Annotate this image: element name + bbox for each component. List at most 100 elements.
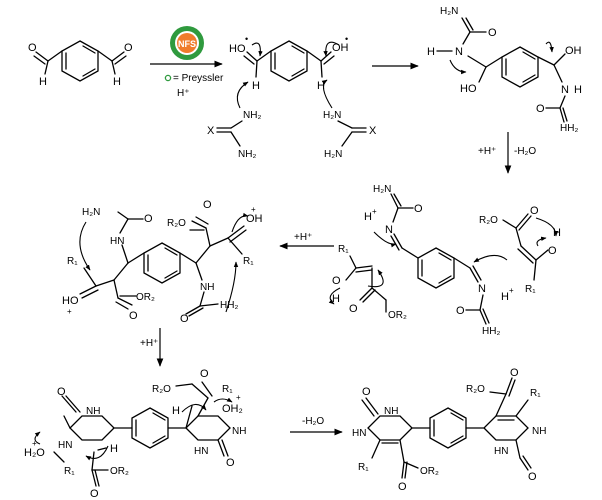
atom-OH: OH bbox=[246, 213, 263, 225]
atom-H: H bbox=[252, 80, 260, 92]
catalyst-acid: H⁺ bbox=[177, 88, 190, 99]
atom-O: O bbox=[28, 42, 37, 54]
atom-O: O bbox=[510, 367, 519, 379]
electron-arrow bbox=[181, 403, 207, 413]
urea-right: H₂N X H₂N bbox=[321, 79, 377, 160]
atom-HO: HO bbox=[460, 83, 477, 95]
atom-R1: R₁ bbox=[358, 462, 369, 473]
atom-O: O bbox=[548, 245, 557, 257]
atom-O: O bbox=[349, 303, 358, 315]
charge-plus: + bbox=[67, 307, 72, 316]
atom-O: O bbox=[144, 213, 153, 225]
mannich-adduct: HN H₂N O O OR₂ HO + R₁ O R₂O OH + R₁ bbox=[62, 199, 263, 325]
charge-plus: + bbox=[236, 393, 241, 402]
atom-HN: HN bbox=[194, 446, 208, 457]
atom-N: N bbox=[385, 224, 393, 236]
atom-H: H bbox=[427, 46, 435, 58]
atom-R2O: R₂O bbox=[152, 384, 171, 395]
atom-HH2: HH₂ bbox=[560, 123, 578, 134]
atom-O: O bbox=[414, 203, 423, 215]
charge-plus: + bbox=[251, 205, 256, 214]
atom-HO: HO bbox=[62, 295, 79, 307]
step-protonation-3: +H⁺ bbox=[140, 338, 158, 349]
atom-R2O: R₂O bbox=[167, 218, 186, 229]
electron-arrow bbox=[225, 261, 239, 313]
electron-arrow bbox=[449, 59, 467, 75]
atom-O: O bbox=[226, 457, 235, 469]
atom-O: O bbox=[530, 205, 539, 217]
electron-arrow bbox=[373, 231, 397, 248]
atom-NH: NH bbox=[200, 282, 214, 293]
atom-H: H bbox=[110, 443, 118, 455]
atom-N: N bbox=[455, 46, 463, 58]
atom-H: H bbox=[574, 84, 582, 96]
electron-arrow bbox=[213, 397, 233, 403]
atom-O: O bbox=[180, 313, 189, 325]
catalyst-center-icon bbox=[177, 33, 197, 53]
electron-arrow bbox=[34, 431, 41, 445]
atom-H2N: H₂N bbox=[440, 6, 458, 17]
electron-arrow bbox=[231, 212, 249, 233]
electron-arrow bbox=[473, 254, 508, 263]
atom-H: H bbox=[39, 76, 47, 88]
atom-HH2: HH₂ bbox=[220, 300, 238, 311]
step-protonation-1: +H⁺ bbox=[478, 146, 496, 157]
atom-HO: HO bbox=[229, 43, 246, 55]
electron-arrow bbox=[323, 41, 340, 57]
atom-OH: OH bbox=[565, 45, 582, 57]
atom-R1: R₁ bbox=[525, 284, 536, 295]
hemiaminal-intermediate: H N H₂N O HO OH N H O HH₂ bbox=[427, 6, 582, 134]
atom-O: O bbox=[456, 305, 465, 317]
atom-OR2: OR₂ bbox=[110, 466, 129, 477]
atom-X: X bbox=[207, 125, 215, 137]
electron-arrow bbox=[367, 269, 384, 288]
atom-NH2: NH₂ bbox=[238, 149, 256, 160]
atom-H: H bbox=[113, 76, 121, 88]
electron-arrow bbox=[321, 79, 333, 109]
atom-O: O bbox=[57, 386, 66, 398]
electron-arrow bbox=[545, 41, 554, 53]
charge-plus: + bbox=[32, 439, 37, 448]
acylimine-intermediate: N H₂N O H + N H + O HH₂ bbox=[364, 184, 514, 337]
catalyst-legend: = Preyssler bbox=[173, 73, 224, 84]
catalyst-badge-label: NFS bbox=[178, 39, 196, 49]
atom-O: O bbox=[332, 275, 341, 287]
atom-O: O bbox=[362, 386, 371, 398]
atom-H2N: H₂N bbox=[82, 207, 100, 218]
atom-NH: NH bbox=[384, 406, 398, 417]
charge-plus: + bbox=[372, 207, 377, 216]
atom-X: X bbox=[369, 125, 377, 137]
electron-arrow bbox=[251, 42, 263, 57]
atom-H: H bbox=[364, 211, 372, 223]
urea-left: NH₂ X NH₂ bbox=[207, 81, 261, 160]
atom-OH2: OH₂ bbox=[222, 403, 243, 415]
atom-OR2: OR₂ bbox=[136, 292, 155, 303]
atom-O: O bbox=[90, 488, 99, 500]
electron-arrow bbox=[536, 236, 547, 247]
atom-H: H bbox=[172, 405, 180, 417]
atom-N: N bbox=[561, 84, 569, 96]
enol-left: R₁ O O OR₂ H bbox=[328, 244, 407, 321]
atom-H: H bbox=[501, 291, 509, 303]
catalyst-dot-icon bbox=[164, 74, 172, 82]
terephthalaldehyde: O H O H bbox=[28, 40, 133, 88]
atom-HN: HN bbox=[494, 446, 508, 457]
atom-O: O bbox=[488, 27, 497, 39]
step-dehydration-2: -H₂O bbox=[302, 416, 324, 427]
atom-O: O bbox=[528, 471, 537, 483]
atom-OR2: OR₂ bbox=[420, 466, 439, 477]
atom-H: H bbox=[317, 80, 325, 92]
atom-NH2: NH₂ bbox=[243, 110, 261, 121]
atom-O: O bbox=[124, 42, 133, 54]
atom-O: O bbox=[536, 103, 545, 115]
enol-right: R₂O O O H R₁ bbox=[479, 205, 561, 295]
atom-O: O bbox=[200, 368, 209, 380]
electron-arrow bbox=[85, 445, 109, 461]
final-product: NH HN O R₁ O OR₂ O R₂O R₁ NH HN O bbox=[352, 367, 546, 493]
step-dehydration-1: -H₂O bbox=[514, 146, 536, 157]
protonated-dialdehyde: HO • H OH • H bbox=[229, 34, 349, 92]
catalyst-badge: NFS bbox=[170, 26, 204, 60]
atom-NH: NH bbox=[86, 406, 100, 417]
atom-HN: HN bbox=[58, 440, 72, 451]
